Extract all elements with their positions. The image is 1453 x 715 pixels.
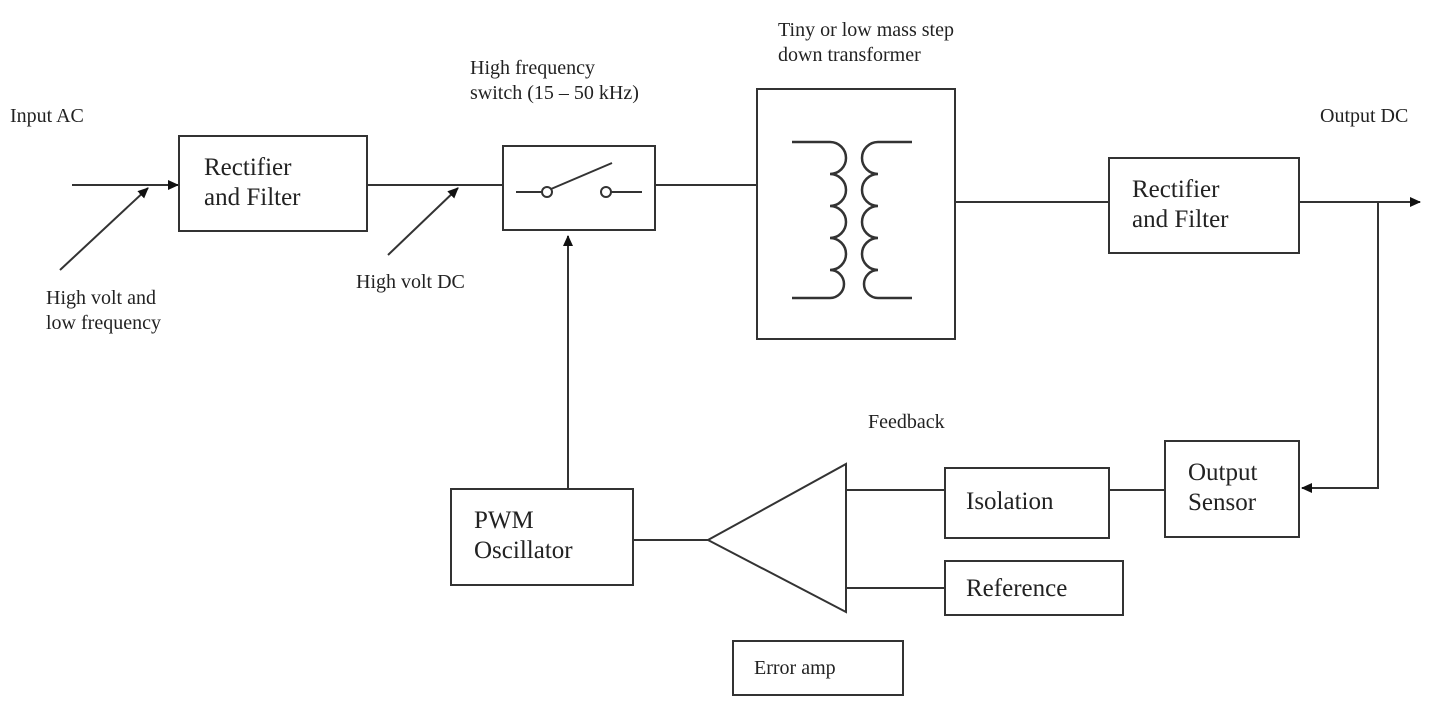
triangle-amplifier-icon [705,462,847,614]
rectifier-filter-output-label: Rectifier and Filter [1132,176,1229,233]
switch-icon [516,162,642,198]
error-amp-block: Error amp [732,640,904,696]
rectifier-filter-output-block: Rectifier and Filter [1108,157,1300,254]
pwm-oscillator-block: PWM Oscillator [450,488,634,586]
rectifier-filter-input-block: Rectifier and Filter [178,135,368,232]
high-volt-dc-label: High volt DC [356,271,465,293]
error-amp-label: Error amp [754,657,836,679]
output-sensor-block: Output Sensor [1164,440,1300,538]
isolation-block: Isolation [944,467,1110,539]
high-volt-low-frequency-label: High volt and low frequency [46,287,161,334]
reference-block: Reference [944,560,1124,616]
reference-label: Reference [966,575,1068,602]
hf-switch-block [502,145,656,231]
hf-switch-label: High frequency switch (15 – 50 kHz) [470,57,639,104]
isolation-label: Isolation [966,488,1054,515]
pointer-high-volt-low-freq [59,187,149,271]
input-ac-label: Input AC [10,105,84,127]
transformer-label: Tiny or low mass step down transformer [778,19,954,66]
feedback-tap-line [1301,202,1379,493]
pwm-oscillator-label: PWM Oscillator [474,507,573,564]
feedback-label: Feedback [868,411,945,433]
pointer-high-volt-dc [387,187,459,256]
transformer-coil-icon [792,140,912,300]
rectifier-filter-input-label: Rectifier and Filter [204,154,301,211]
transformer-block [756,88,956,340]
output-dc-label: Output DC [1320,105,1409,127]
output-sensor-label: Output Sensor [1188,459,1258,516]
